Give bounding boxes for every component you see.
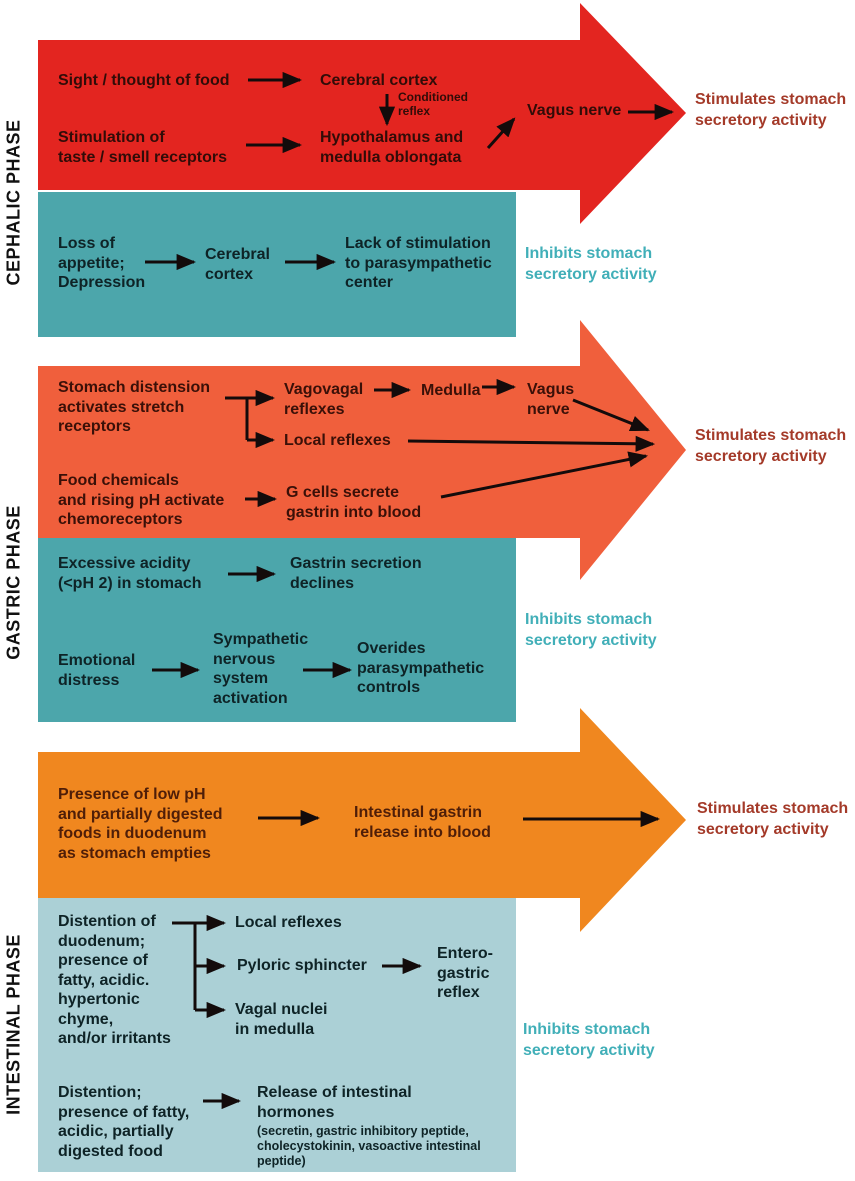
phase-label-intestinal: INTESTINAL PHASE (3, 934, 24, 1115)
node-cerebral-cortex-inhib: Cerebral cortex (205, 246, 270, 283)
node-excessive-acidity: Excessive acidity (<pH 2) in stomach (58, 555, 202, 592)
phase-label-cephalic: CEPHALIC PHASE (3, 119, 24, 286)
node-gastrin-declines: Gastrin secretion declines (290, 555, 422, 592)
node-distention-fatty: Distention; presence of fatty, acidic, p… (58, 1084, 190, 1160)
node-vagus-nerve: Vagus nerve (527, 102, 622, 119)
gastric-stimulation-arrow (38, 320, 686, 580)
node-local-reflexes: Local reflexes (284, 432, 391, 449)
cephalic-inhibition-box (38, 192, 516, 337)
arrow-local-to-tip (407, 435, 656, 452)
node-intestinal-gastrin: Intestinal gastrin release into blood (354, 804, 491, 841)
outcome-intestinal-stimulates: Stimulates stomach secretory activity (697, 800, 849, 838)
node-sight-thought-of-food: Sight / thought of food (58, 72, 230, 89)
outcome-gastric-stimulates: Stimulates stomach secretory activity (695, 427, 847, 465)
node-enterogastric-reflex: Entero- gastric reflex (437, 945, 493, 1002)
node-medulla: Medulla (421, 382, 481, 399)
label-hormone-list: (secretin, gastric inhibitory peptide, c… (257, 1124, 481, 1168)
arrow-hypothalamus-to-vagus (486, 117, 516, 150)
node-emotional-distress: Emotional distress (58, 652, 136, 689)
node-local-reflexes-intestinal: Local reflexes (235, 914, 342, 931)
gastric-inhibition-box (38, 538, 516, 722)
node-g-cells-gastrin: G cells secrete gastrin into blood (286, 484, 422, 521)
node-vagal-nuclei: Vagal nuclei in medulla (235, 1001, 328, 1038)
node-hypothalamus-medulla: Hypothalamus and medulla oblongata (320, 129, 464, 166)
node-lack-of-stimulation: Lack of stimulation to parasympathetic c… (345, 235, 492, 292)
arrow-vagus-to-tip2 (572, 398, 650, 432)
arrow-gcells-to-tip (440, 451, 649, 499)
intestinal-inhibition-box (38, 898, 516, 1172)
node-vagus-nerve-gastric: Vagus nerve (527, 381, 575, 418)
node-release-hormones: Release of intestinal hormones (257, 1084, 412, 1121)
node-loss-of-appetite: Loss of appetite; Depression (58, 235, 146, 292)
node-taste-smell-receptors: Stimulation of taste / smell receptors (58, 129, 227, 166)
outcome-cephalic-inhibits: Inhibits stomach secretory activity (525, 245, 657, 283)
node-cerebral-cortex: Cerebral cortex (320, 72, 438, 89)
phase-label-gastric: GASTRIC PHASE (3, 505, 24, 660)
outcome-intestinal-inhibits: Inhibits stomach secretory activity (523, 1021, 655, 1059)
node-sympathetic-activation: Sympathetic nervous system activation (213, 631, 309, 707)
node-vagovagal-reflexes: Vagovagal reflexes (284, 381, 364, 418)
node-stomach-distension: Stomach distension activates stretch rec… (58, 379, 211, 436)
node-food-chemicals: Food chemicals and rising pH activate ch… (58, 472, 225, 529)
node-distention-duodenum: Distention of duodenum; presence of fatt… (58, 913, 171, 1048)
node-overides-parasympathetic: Overides parasympathetic controls (357, 640, 485, 697)
label-conditioned-reflex: Conditioned reflex (398, 90, 468, 118)
node-pyloric-sphincter: Pyloric sphincter (237, 957, 367, 974)
outcome-cephalic-stimulates: Stimulates stomach secretory activity (695, 91, 847, 129)
connector-arrows (145, 71, 675, 1110)
outcome-gastric-inhibits: Inhibits stomach secretory activity (525, 611, 657, 649)
intestinal-stimulation-arrow (38, 708, 686, 932)
node-presence-low-ph: Presence of low pH and partially digeste… (58, 786, 223, 862)
cephalic-stimulation-arrow (38, 3, 686, 224)
